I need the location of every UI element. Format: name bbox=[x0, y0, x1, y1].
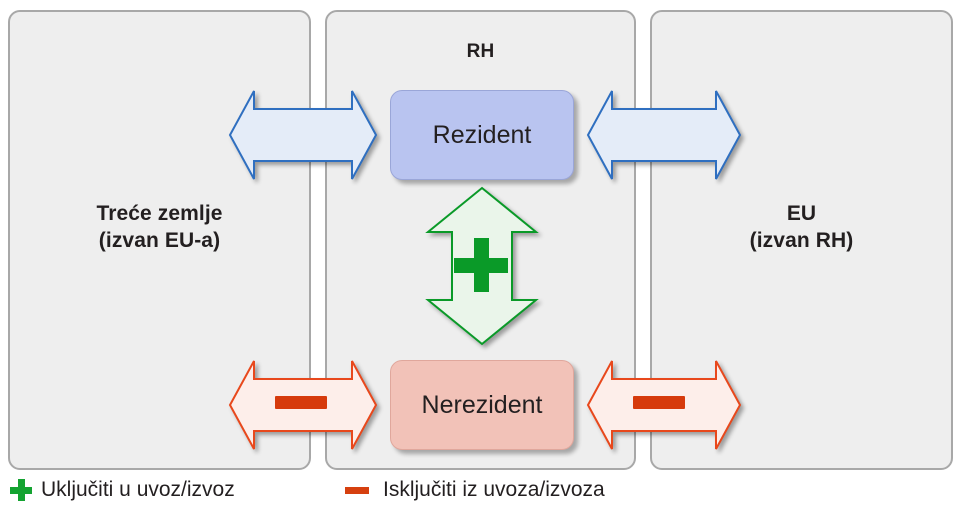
legend-item-exclude: Isključiti iz uvoza/izvoza bbox=[345, 478, 605, 502]
minus-icon-left-flow bbox=[275, 396, 327, 409]
panel-third-countries-label-line1: Treće zemlje bbox=[96, 202, 223, 225]
legend-item-include-label: Uključiti u uvoz/izvoz bbox=[41, 478, 235, 501]
minus-icon-right-flow bbox=[633, 396, 685, 409]
plus-icon-center-flow bbox=[454, 238, 508, 292]
legend-item-include: Uključiti u uvoz/izvoz bbox=[10, 478, 235, 502]
flow-arrow-third-to-rezident bbox=[228, 90, 378, 180]
flow-arrow-rezident-to-eu bbox=[586, 90, 742, 180]
panel-eu-label-line1: EU bbox=[786, 202, 817, 225]
entity-box-rezident-label: Rezident bbox=[432, 120, 532, 149]
entity-box-rezident: Rezident bbox=[390, 90, 574, 180]
panel-rh-label-line1: RH bbox=[466, 41, 495, 62]
entity-box-nerezident: Nerezident bbox=[390, 360, 574, 450]
panel-third-countries-label: Treće zemlje (izvan EU-a) bbox=[8, 200, 311, 254]
minus-icon bbox=[345, 486, 369, 494]
entity-box-nerezident-label: Nerezident bbox=[421, 390, 543, 419]
panel-eu-label: EU (izvan RH) bbox=[650, 200, 953, 254]
panel-eu-label-line2: (izvan RH) bbox=[749, 229, 854, 252]
legend-item-exclude-label: Isključiti iz uvoza/izvoza bbox=[383, 478, 605, 501]
legend: Uključiti u uvoz/izvoz Isključiti iz uvo… bbox=[0, 478, 960, 528]
panel-third-countries-label-line2: (izvan EU-a) bbox=[98, 229, 221, 252]
panel-rh-label: RH bbox=[325, 38, 636, 65]
plus-icon bbox=[10, 479, 32, 501]
